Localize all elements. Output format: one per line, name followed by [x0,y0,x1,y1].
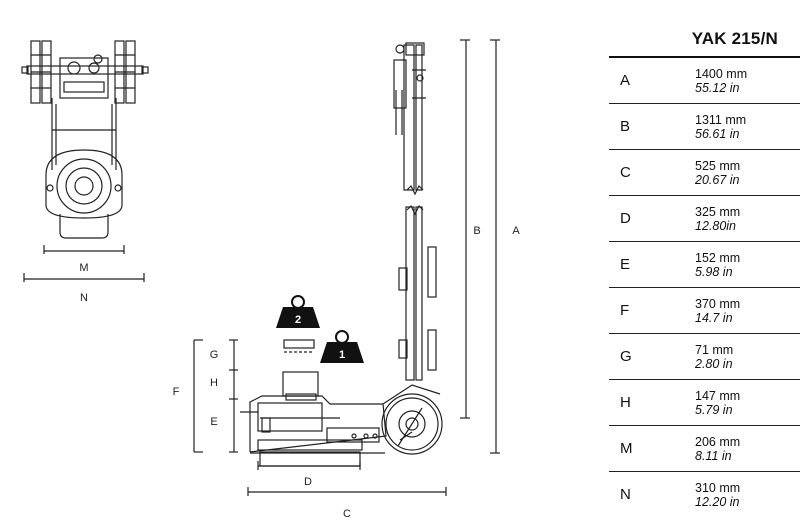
spec-letter: N [620,486,631,503]
dimension-a [490,39,500,454]
front-view [21,40,149,239]
label-m: M [79,262,88,274]
spec-letter: H [620,394,631,411]
spec-mm: 147 mm [695,388,741,403]
label-a: A [512,225,520,237]
spec-mm: 1311 mm [695,112,747,127]
technical-drawing: 2 1 M N B A G H E F D C [21,39,520,520]
spec-in: 5.98 in [695,264,733,279]
spec-mm: 71 mm [695,342,734,357]
dimension-d [257,461,361,470]
weight-icon-2: 2 [276,295,320,328]
label-e: E [210,416,217,428]
dimension-g-h-e [229,339,238,453]
side-view [240,42,443,467]
spec-in: 55.12 in [695,80,740,95]
spec-letter: F [620,302,630,319]
specs-title: YAK 215/N [609,22,800,58]
spec-mm: 310 mm [695,480,741,495]
spec-in: 2.80 in [695,356,733,371]
label-g: G [210,349,219,361]
spec-mm: 152 mm [695,250,741,265]
dimension-m [43,245,125,254]
spec-letter: D [620,210,631,227]
spec-letter: G [620,348,632,365]
spec-mm: 206 mm [695,434,741,449]
dimension-c [247,487,447,496]
spec-in: 12.20 in [695,494,740,509]
spec-in: 5.79 in [695,402,733,417]
spec-in: 12.80in [695,218,737,233]
label-n: N [80,292,88,304]
spec-letter: A [620,72,631,89]
spec-letter: B [620,118,631,135]
dimension-f [193,339,203,453]
label-b: B [473,225,480,237]
spec-in: 20.67 in [695,172,740,187]
label-h: H [210,377,218,389]
spec-in: 8.11 in [695,448,732,463]
label-f: F [173,386,180,398]
spec-mm: 325 mm [695,204,741,219]
spec-mm: 1400 mm [695,66,748,81]
spec-letter: C [620,164,631,181]
spec-letter: M [620,440,633,457]
weight-icon-1: 1 [320,330,364,363]
dimension-b [460,39,470,419]
spec-in: 56.61 in [695,126,740,141]
svg-text:2: 2 [295,314,301,326]
spec-letter: E [620,256,631,273]
label-c: C [343,508,351,520]
svg-text:1: 1 [339,349,345,361]
spec-in: 14.7 in [695,310,733,325]
label-d: D [304,476,312,488]
dimension-n [23,273,145,282]
spec-mm: 525 mm [695,158,741,173]
spec-mm: 370 mm [695,296,741,311]
